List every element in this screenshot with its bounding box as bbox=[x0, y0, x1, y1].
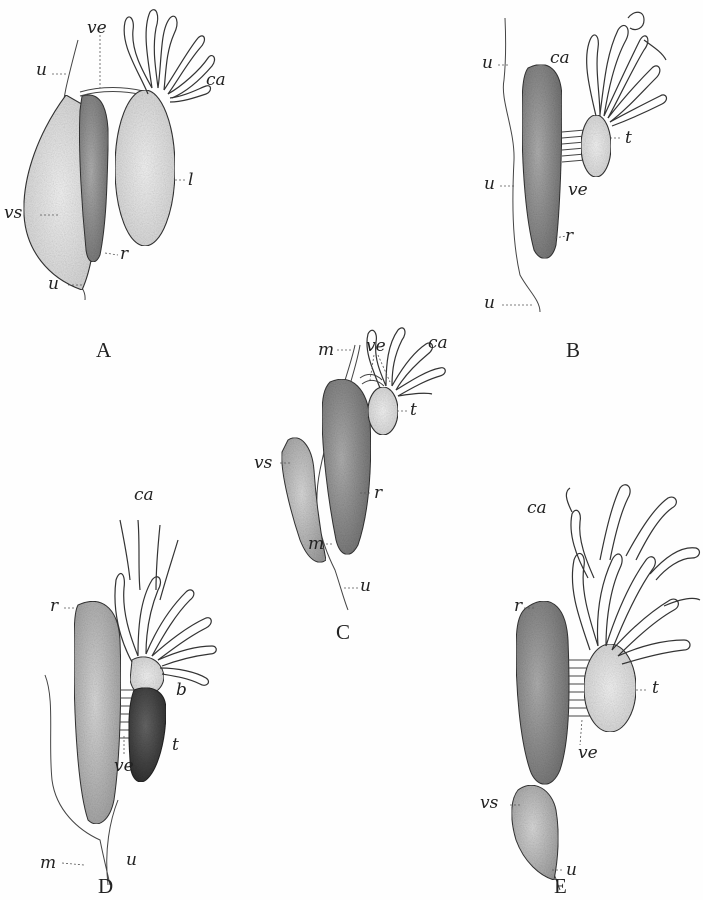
caeca-a bbox=[124, 10, 214, 102]
label-c-u: u bbox=[360, 578, 371, 595]
label-c-vs: vs bbox=[254, 455, 272, 472]
label-a-u-bottom: u bbox=[48, 276, 59, 293]
label-e-ve: ve bbox=[578, 745, 598, 762]
label-d-ve: ve bbox=[114, 758, 134, 775]
figure-d bbox=[45, 520, 216, 885]
caeca-b bbox=[587, 12, 667, 126]
kidney-b bbox=[522, 65, 562, 259]
label-d-ca: ca bbox=[134, 487, 154, 504]
figure-b bbox=[503, 12, 666, 312]
kidney-e bbox=[516, 601, 569, 784]
label-c-m-top: m bbox=[318, 342, 334, 359]
testis-a bbox=[115, 90, 175, 246]
label-c-t: t bbox=[410, 402, 417, 419]
caption-a: A bbox=[96, 340, 111, 361]
label-d-t: t bbox=[172, 737, 179, 754]
label-a-ca: ca bbox=[206, 72, 226, 89]
label-e-vs: vs bbox=[480, 795, 498, 812]
label-a-r: r bbox=[120, 246, 128, 263]
figure-e bbox=[512, 485, 700, 890]
label-b-r: r bbox=[565, 228, 573, 245]
label-d-m: m bbox=[40, 855, 56, 872]
label-a-l: l bbox=[188, 172, 193, 189]
label-a-vs: vs bbox=[4, 205, 22, 222]
label-a-ve: ve bbox=[87, 20, 107, 37]
caption-c: C bbox=[336, 622, 350, 643]
label-d-b: b bbox=[176, 682, 187, 699]
caption-e: E bbox=[554, 876, 567, 897]
testis-d bbox=[129, 688, 166, 782]
label-c-ca: ca bbox=[428, 335, 448, 352]
label-b-u-bottom: u bbox=[484, 295, 495, 312]
figure-c bbox=[282, 328, 446, 610]
label-b-ca: ca bbox=[550, 50, 570, 67]
testis-c bbox=[368, 387, 398, 435]
label-c-r: r bbox=[374, 485, 382, 502]
label-c-ve: ve bbox=[366, 338, 386, 355]
label-d-u: u bbox=[126, 852, 137, 869]
testis-b bbox=[581, 115, 611, 177]
label-b-u-top: u bbox=[482, 55, 493, 72]
vesicula-seminalis-e bbox=[512, 785, 558, 880]
label-b-ve: ve bbox=[568, 182, 588, 199]
label-e-ca: ca bbox=[527, 500, 547, 517]
label-e-r: r bbox=[514, 598, 522, 615]
testis-e bbox=[584, 644, 636, 732]
caeca-d bbox=[115, 520, 216, 685]
label-d-r: r bbox=[50, 598, 58, 615]
caeca-e bbox=[566, 485, 700, 664]
label-b-t: t bbox=[625, 130, 632, 147]
label-e-u: u bbox=[566, 862, 577, 879]
label-e-t: t bbox=[652, 680, 659, 697]
caption-d: D bbox=[98, 876, 113, 897]
kidney-d bbox=[74, 601, 121, 823]
label-b-u-mid: u bbox=[484, 176, 495, 193]
label-a-u-top: u bbox=[36, 62, 47, 79]
kidney-c bbox=[322, 379, 371, 554]
caption-b: B bbox=[566, 340, 580, 361]
label-c-m-bottom: m bbox=[308, 536, 324, 553]
